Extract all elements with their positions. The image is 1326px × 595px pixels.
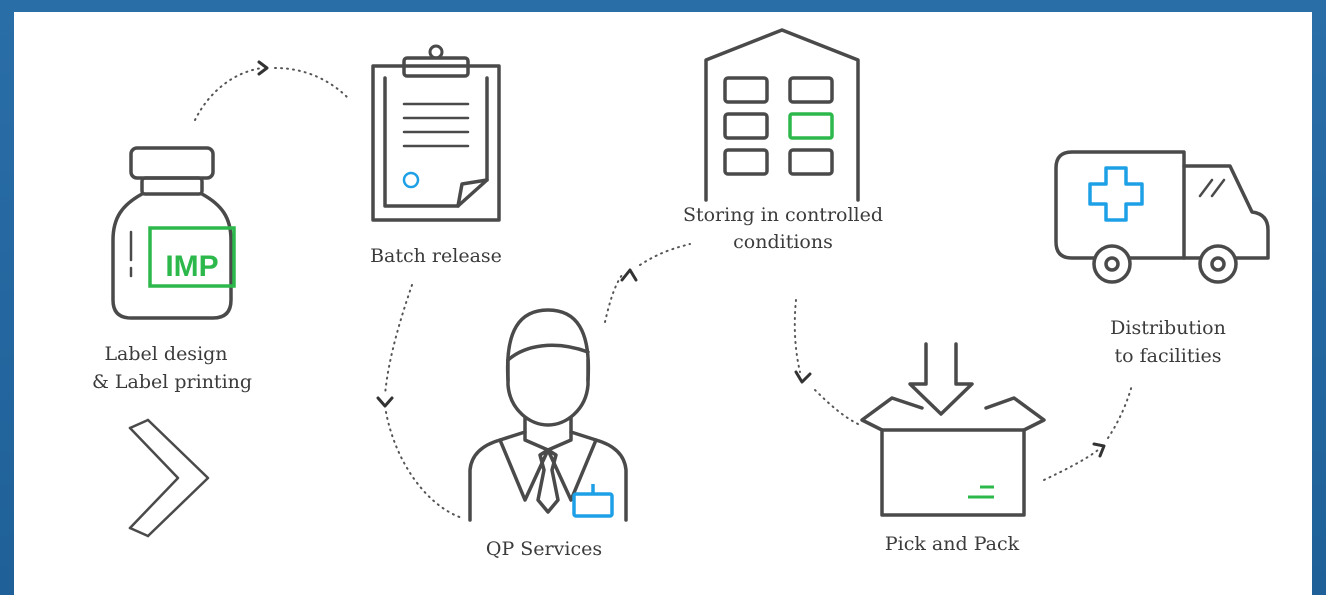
connector-pick-to-distribution	[1043, 384, 1133, 481]
step-label-printing-line2: & Label printing	[92, 371, 252, 393]
box-icon	[860, 342, 1046, 517]
connector-storing-to-pick	[793, 299, 861, 426]
step-label-printing-line1: Label design	[104, 343, 227, 365]
connector-label-to-batch	[194, 60, 349, 121]
person-icon	[468, 308, 628, 522]
connector-batch-to-qp	[376, 284, 463, 519]
step-storing-line2: conditions	[733, 231, 833, 253]
connector-qp-to-storing	[604, 243, 691, 323]
warehouse-icon	[704, 28, 860, 202]
step-qp-services: QP Services	[486, 538, 602, 560]
ambulance-icon	[1054, 150, 1270, 284]
step-distribution-line2: to facilities	[1114, 345, 1221, 367]
bottle-badge-text: IMP	[165, 250, 218, 283]
clipboard-icon	[371, 44, 501, 222]
step-pick-and-pack: Pick and Pack	[885, 533, 1020, 555]
chevron-right-icon	[128, 418, 210, 538]
bottle-icon	[111, 146, 236, 320]
step-storing-line1: Storing in controlled	[683, 204, 883, 226]
step-batch-release: Batch release	[370, 245, 502, 267]
step-distribution-line1: Distribution	[1110, 317, 1226, 339]
